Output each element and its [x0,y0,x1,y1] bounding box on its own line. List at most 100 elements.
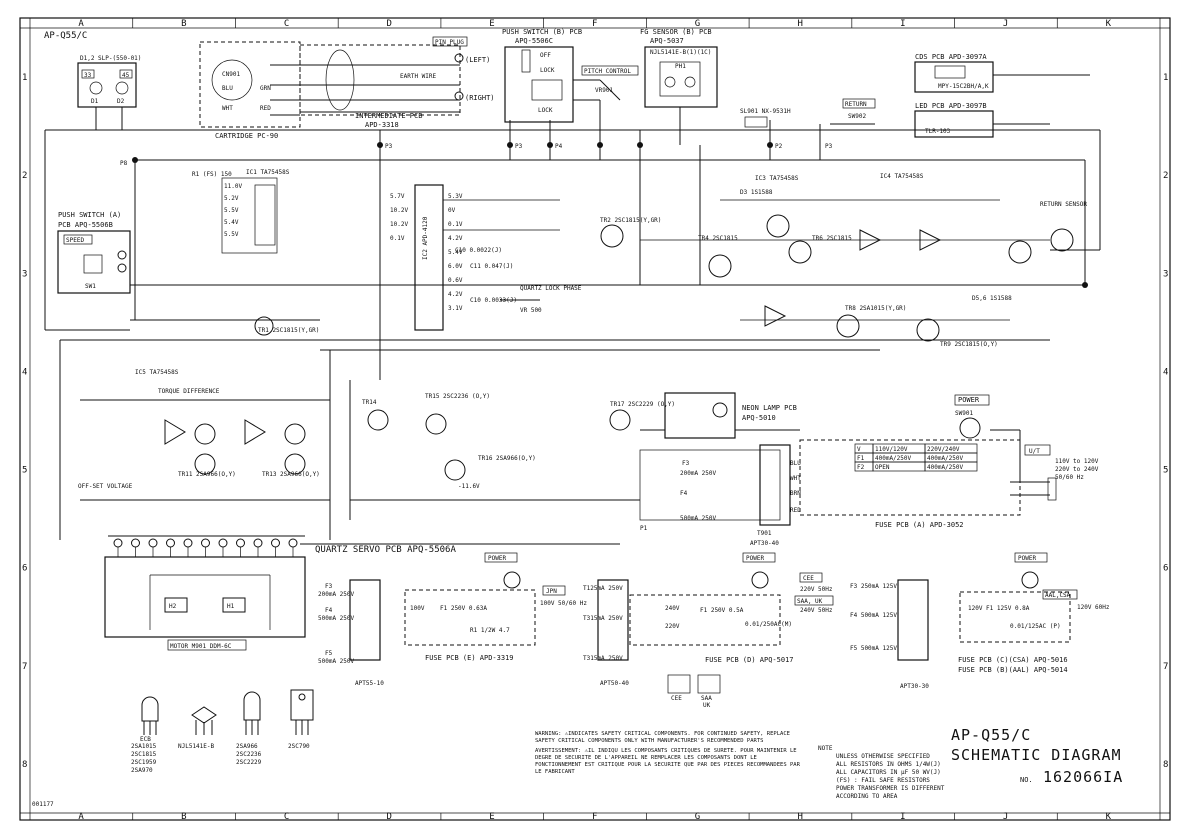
neon-lamp-block: NEON LAMP PCB APQ-5010 [640,392,800,439]
svg-text:VR 500: VR 500 [520,307,542,314]
svg-text:TR4 2SC1815: TR4 2SC1815 [698,235,738,242]
grid-row-label: 6 [1163,564,1168,574]
svg-text:APT55-10: APT55-10 [355,680,384,687]
svg-text:H2: H2 [169,603,177,610]
svg-text:VR901: VR901 [595,87,613,94]
svg-text:BLU: BLU [790,460,801,467]
svg-text:NEON LAMP PCB: NEON LAMP PCB [742,404,797,412]
svg-text:110V to 120V: 110V to 120V [1055,458,1099,465]
svg-text:TR16 2SA966(O,Y): TR16 2SA966(O,Y) [478,455,536,462]
svg-text:5.4V: 5.4V [224,219,239,226]
svg-text:5.2V: 5.2V [224,195,239,202]
svg-text:IC3 TA75458S: IC3 TA75458S [755,175,799,182]
svg-text:2SC2229: 2SC2229 [236,759,262,766]
svg-text:FUSE PCB (A) APD-3052: FUSE PCB (A) APD-3052 [875,521,964,529]
svg-text:(LEFT): (LEFT) [465,56,490,64]
svg-text:LOCK: LOCK [538,107,553,114]
grid-col-label: C [284,19,289,29]
svg-text:SL901 NX-9531H: SL901 NX-9531H [740,108,791,115]
svg-text:0.6V: 0.6V [448,277,463,284]
svg-text:500mA 250V: 500mA 250V [318,658,355,665]
svg-text:0V: 0V [448,207,456,214]
svg-text:P3: P3 [515,143,523,150]
svg-text:POWER: POWER [1018,555,1036,562]
svg-text:APQ-5010: APQ-5010 [742,414,776,422]
fuse-pcb-a-block: F3 200mA 250V F4 500mA 250V P1 T901 APT3… [639,394,1099,547]
grid-row-label: 5 [1163,466,1168,476]
svg-text:33: 33 [84,72,92,79]
svg-text:F1 250V 0.63A: F1 250V 0.63A [440,605,487,612]
fuse-table-cell: OPEN [875,464,890,471]
svg-text:NJL5141E-B: NJL5141E-B [178,743,215,750]
svg-text:PH1: PH1 [675,63,686,70]
svg-text:TR8 2SA1015(Y,GR): TR8 2SA1015(Y,GR) [845,305,906,312]
grid-col-label: K [1106,19,1112,29]
svg-text:UK: UK [703,702,711,709]
svg-text:OFF: OFF [540,52,551,59]
transistor-package-legend: ECB 2SA1015 2SC1815 2SC1959 2SA970 NJL51… [131,689,314,774]
svg-text:240V 50Hz: 240V 50Hz [800,607,833,614]
svg-text:2SA1015: 2SA1015 [131,743,157,750]
svg-text:IC5 TA75458S: IC5 TA75458S [135,369,179,376]
fuse-pcb-e-block: F3 200mA 250V F4 500mA 250V F5 500mA 250… [318,552,587,687]
svg-text:TORQUE DIFFERENCE: TORQUE DIFFERENCE [158,388,220,395]
grid-row-label: 2 [22,171,27,181]
svg-text:WHT: WHT [222,105,233,112]
title-model: AP-Q55/C [951,726,1031,744]
svg-text:CDS PCB APD-3097A: CDS PCB APD-3097A [915,53,987,61]
svg-text:RED: RED [790,507,801,514]
svg-text:C10 0.0033(J): C10 0.0033(J) [470,297,517,304]
svg-text:APT30-30: APT30-30 [900,683,929,690]
svg-text:T315mA 250V: T315mA 250V [583,615,623,622]
svg-text:-11.6V: -11.6V [458,483,480,490]
svg-text:LED PCB APD-3097B: LED PCB APD-3097B [915,102,987,110]
svg-text:T125mA 250V: T125mA 250V [583,585,623,592]
svg-text:U/T: U/T [1029,448,1040,455]
svg-text:10.2V: 10.2V [390,221,408,228]
svg-text:CEE: CEE [803,575,814,582]
grid-col-label: J [1003,19,1008,29]
svg-text:IC4 TA75458S: IC4 TA75458S [880,173,924,180]
connector-pin [148,538,158,548]
grid-row-label: 3 [1163,269,1168,279]
grid-row-label: 1 [22,73,27,83]
grid-col-label: H [797,812,802,822]
svg-text:NOTE: NOTE [818,745,833,752]
svg-text:P8: P8 [120,160,128,167]
svg-text:D3 1S1588: D3 1S1588 [740,189,773,196]
svg-text:APQ-5037: APQ-5037 [650,37,684,45]
connector-pin [218,538,228,548]
grid-row-label: 8 [22,760,27,770]
fuse-table-cell: F1 [857,455,865,462]
svg-text:MOTOR M901 DDM-6C: MOTOR M901 DDM-6C [170,643,232,650]
svg-text:TR2 2SC1815(Y,GR): TR2 2SC1815(Y,GR) [600,217,661,224]
svg-text:FUSE PCB (C)(CSA) APQ-5016: FUSE PCB (C)(CSA) APQ-5016 [958,656,1068,664]
grid-col-label: A [78,19,84,29]
svg-text:POWER: POWER [488,555,506,562]
svg-text:POWER TRANSFORMER IS DIFFERENT: POWER TRANSFORMER IS DIFFERENT [836,785,945,792]
svg-text:P3: P3 [825,143,833,150]
intermediate-pcb-block: INTERMEDIATE PCB APD-3318 PIN PLUG (LEFT… [299,36,495,129]
connector-pin [253,538,263,548]
svg-text:P4: P4 [555,143,563,150]
svg-text:PITCH CONTROL: PITCH CONTROL [584,68,631,75]
svg-text:TR9 2SC1815(O,Y): TR9 2SC1815(O,Y) [940,341,998,348]
grid-row-label: 6 [22,564,27,574]
svg-text:0.1V: 0.1V [448,221,463,228]
svg-text:P1: P1 [640,525,648,532]
connector-pin [236,538,245,548]
connector-pin [288,538,298,548]
grid-row-label: 3 [22,269,27,279]
grid-row-label: 7 [22,662,27,672]
grid-col-label: D [387,19,392,29]
title-text: SCHEMATIC DIAGRAM [951,746,1122,764]
fuse-table-cell: V [857,446,861,453]
fg-sensor-block: FG SENSOR (B) PCB APQ-5037 NJL5141E-B(1)… [640,28,718,145]
grid-row-label: 5 [22,466,27,476]
svg-text:QUARTZ SERVO PCB APQ-5506A: QUARTZ SERVO PCB APQ-5506A [315,545,456,555]
svg-text:F5 500mA 125V: F5 500mA 125V [850,645,897,652]
svg-text:SW901: SW901 [955,410,973,417]
grid-col-label: K [1106,812,1112,822]
